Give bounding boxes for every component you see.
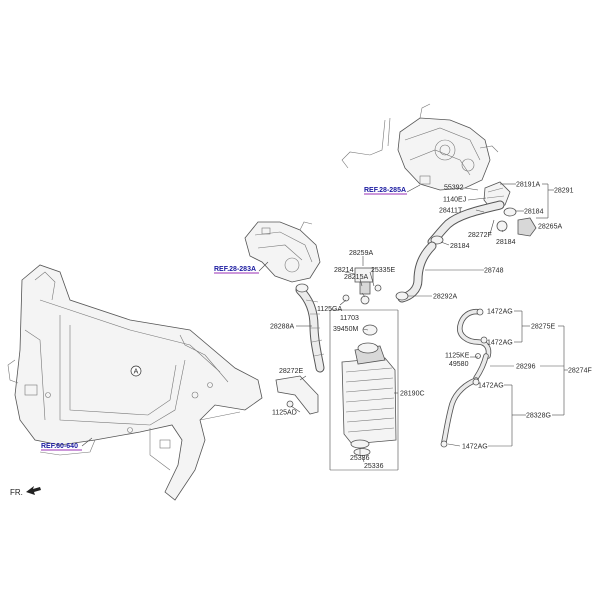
callout-28274f: 28274F [568, 368, 592, 375]
callout-28190c: 28190C [400, 391, 425, 398]
radiator-support-frame [7, 264, 263, 501]
callout-28291: 28291 [554, 188, 574, 195]
hose-28748 [397, 241, 437, 303]
callout-labels: 28191A 28291 55392 1140EJ 28184 28411T 2… [270, 182, 592, 471]
leader-lines [290, 183, 568, 471]
clamp-1472ag-3 [472, 378, 480, 386]
callout-11703: 11703 [340, 315, 359, 322]
callout-1472ag-1: 1472AG [487, 309, 513, 316]
clamp-28184-upper [503, 207, 517, 217]
clamp-1472ag-4 [440, 440, 448, 448]
boot-28265a [517, 217, 537, 237]
callout-28272e: 28272E [279, 368, 303, 375]
grommet-25336-upper [350, 439, 370, 449]
callout-55392: 55392 [444, 185, 464, 192]
callout-25336-1: 25336 [350, 455, 370, 462]
front-direction-label: FR. [10, 488, 23, 497]
callout-28292a: 28292A [433, 294, 457, 301]
callout-1472ag-2: 1472AG [487, 340, 513, 347]
intercooler-28190c [341, 324, 397, 445]
callout-28275e: 28275E [531, 324, 555, 331]
callout-28748: 28748 [484, 268, 504, 275]
manifold-assembly [244, 221, 321, 283]
ref-28-283a-label[interactable]: REF.28-283A [214, 266, 256, 273]
front-arrow-icon [26, 486, 41, 495]
sensor-28259a [354, 267, 382, 305]
callout-28184-b: 28184 [496, 239, 516, 246]
callout-28296: 28296 [516, 364, 536, 371]
ref-28-285a-label[interactable]: REF.28-285A [364, 187, 406, 194]
pipe-28296 [473, 353, 489, 381]
callout-28328g: 28328G [526, 413, 551, 420]
callout-28191a: 28191A [516, 182, 540, 189]
svg-text:A: A [134, 369, 139, 376]
callout-28214: 28214 [334, 267, 354, 274]
callout-1125ga: 1125GA [317, 306, 342, 313]
callout-28265a: 28265A [538, 224, 562, 231]
clamp-1472ag-1 [476, 308, 484, 316]
bolt-1125ad [286, 400, 294, 408]
clamp-hose-28288a [295, 283, 309, 293]
callout-28272f: 28272F [468, 232, 492, 239]
callout-28184-c: 28184 [450, 243, 470, 250]
callout-28215a: 28215A [344, 274, 368, 281]
callout-1472ag-3: 1472AG [478, 383, 504, 390]
callout-28288a: 28288A [270, 324, 294, 331]
callout-1472ag-4: 1472AG [462, 444, 488, 451]
callout-1140ej: 1140EJ [443, 197, 466, 204]
clamp-28184-lower [496, 220, 508, 232]
callout-49580: 49580 [449, 361, 469, 368]
clamp-1472ag-2 [480, 336, 488, 344]
callout-25336-2: 25336 [364, 463, 384, 470]
hose-28328g [441, 377, 479, 445]
hose-28288a [295, 285, 325, 373]
bracket-28272e [275, 375, 319, 415]
view-a-marker: A [130, 365, 142, 377]
turbocharger-assembly [341, 103, 499, 191]
callout-39450m: 39450M [333, 326, 358, 333]
callout-28411t: 28411T [439, 208, 463, 215]
callout-1125ad: 1125AD [272, 410, 297, 417]
ref-60-640-label[interactable]: REF.60-640 [41, 443, 78, 450]
callout-28184-a: 28184 [524, 209, 544, 216]
hose-28275e [457, 308, 492, 359]
bolt-1125ke [475, 353, 481, 359]
callout-25335e: 25335E [371, 267, 395, 274]
callout-28259a: 28259A [349, 250, 373, 257]
clamp-28292a [395, 291, 409, 301]
callout-1125ke: 1125KE [445, 353, 470, 360]
bolt-1125ga [342, 294, 350, 302]
